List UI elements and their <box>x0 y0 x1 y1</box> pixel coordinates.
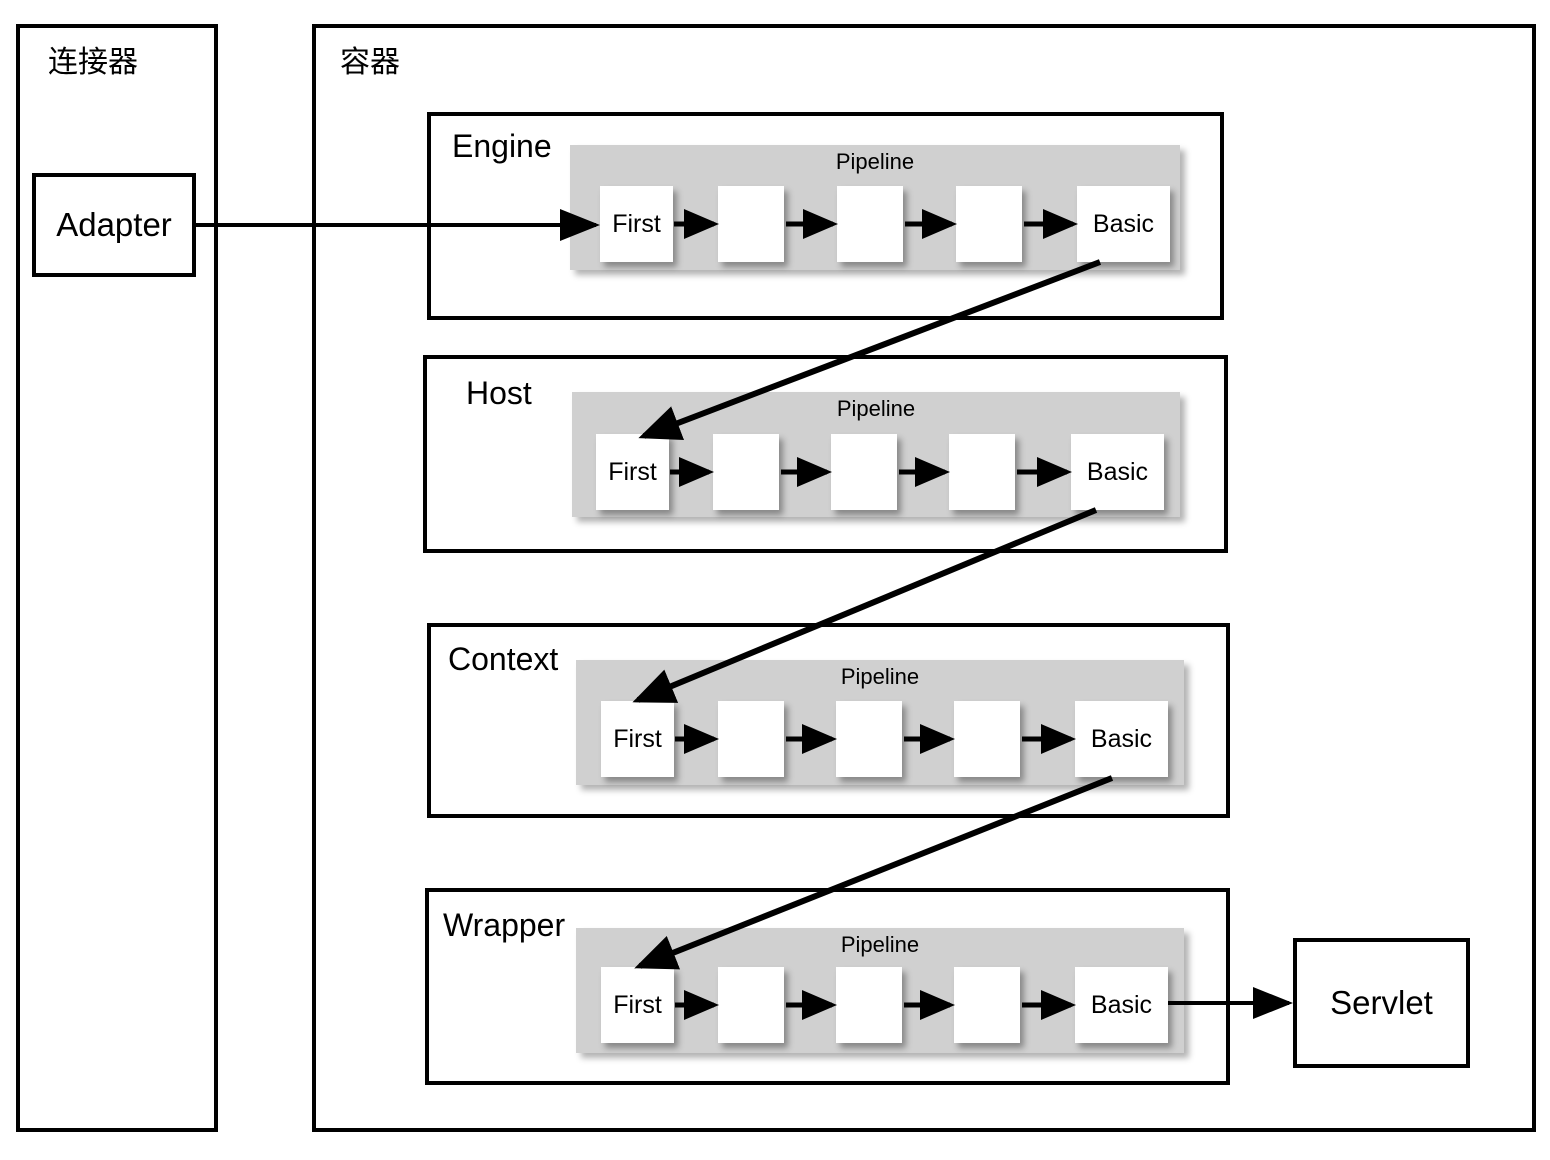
servlet-label: Servlet <box>1330 984 1433 1021</box>
engine-pipeline-label: Pipeline <box>835 149 915 174</box>
wrapper-node-2[interactable] <box>718 967 784 1043</box>
engine-node-4[interactable] <box>956 186 1022 262</box>
connector-panel-title: 连接器 <box>48 46 138 79</box>
host-node-4[interactable] <box>949 434 1015 510</box>
wrapper-node-basic[interactable]: Basic <box>1075 967 1168 1043</box>
context-pipeline-label: Pipeline <box>840 664 920 689</box>
context-node-basic-label: Basic <box>1090 724 1153 753</box>
context-node-3[interactable] <box>836 701 902 777</box>
host-pipeline-label: Pipeline <box>836 396 916 421</box>
servlet-box[interactable]: Servlet <box>1293 938 1470 1068</box>
engine-node-basic-label: Basic <box>1092 209 1155 238</box>
host-node-basic-label: Basic <box>1086 457 1149 486</box>
host-node-2[interactable] <box>713 434 779 510</box>
wrapper-node-3[interactable] <box>836 967 902 1043</box>
host-node-basic[interactable]: Basic <box>1071 434 1164 510</box>
context-node-2[interactable] <box>718 701 784 777</box>
context-node-basic[interactable]: Basic <box>1075 701 1168 777</box>
context-level-label: Context <box>448 641 559 677</box>
adapter-box[interactable]: Adapter <box>32 173 196 277</box>
engine-node-basic[interactable]: Basic <box>1077 186 1170 262</box>
adapter-label: Adapter <box>56 206 172 243</box>
context-node-first[interactable]: First <box>601 701 674 777</box>
context-node-4[interactable] <box>954 701 1020 777</box>
wrapper-pipeline-label: Pipeline <box>840 932 920 957</box>
host-level-label: Host <box>466 375 532 411</box>
host-node-first[interactable]: First <box>596 434 669 510</box>
host-node-3[interactable] <box>831 434 897 510</box>
engine-node-3[interactable] <box>837 186 903 262</box>
engine-node-first-label: First <box>612 209 661 238</box>
host-node-first-label: First <box>608 457 657 486</box>
wrapper-level-label: Wrapper <box>443 907 566 943</box>
engine-node-2[interactable] <box>718 186 784 262</box>
engine-node-first[interactable]: First <box>600 186 673 262</box>
wrapper-node-first[interactable]: First <box>601 967 674 1043</box>
container-panel-title: 容器 <box>340 46 400 79</box>
engine-level-label: Engine <box>452 128 552 164</box>
context-node-first-label: First <box>613 724 662 753</box>
wrapper-node-basic-label: Basic <box>1090 990 1153 1019</box>
wrapper-node-4[interactable] <box>954 967 1020 1043</box>
wrapper-node-first-label: First <box>613 990 662 1019</box>
